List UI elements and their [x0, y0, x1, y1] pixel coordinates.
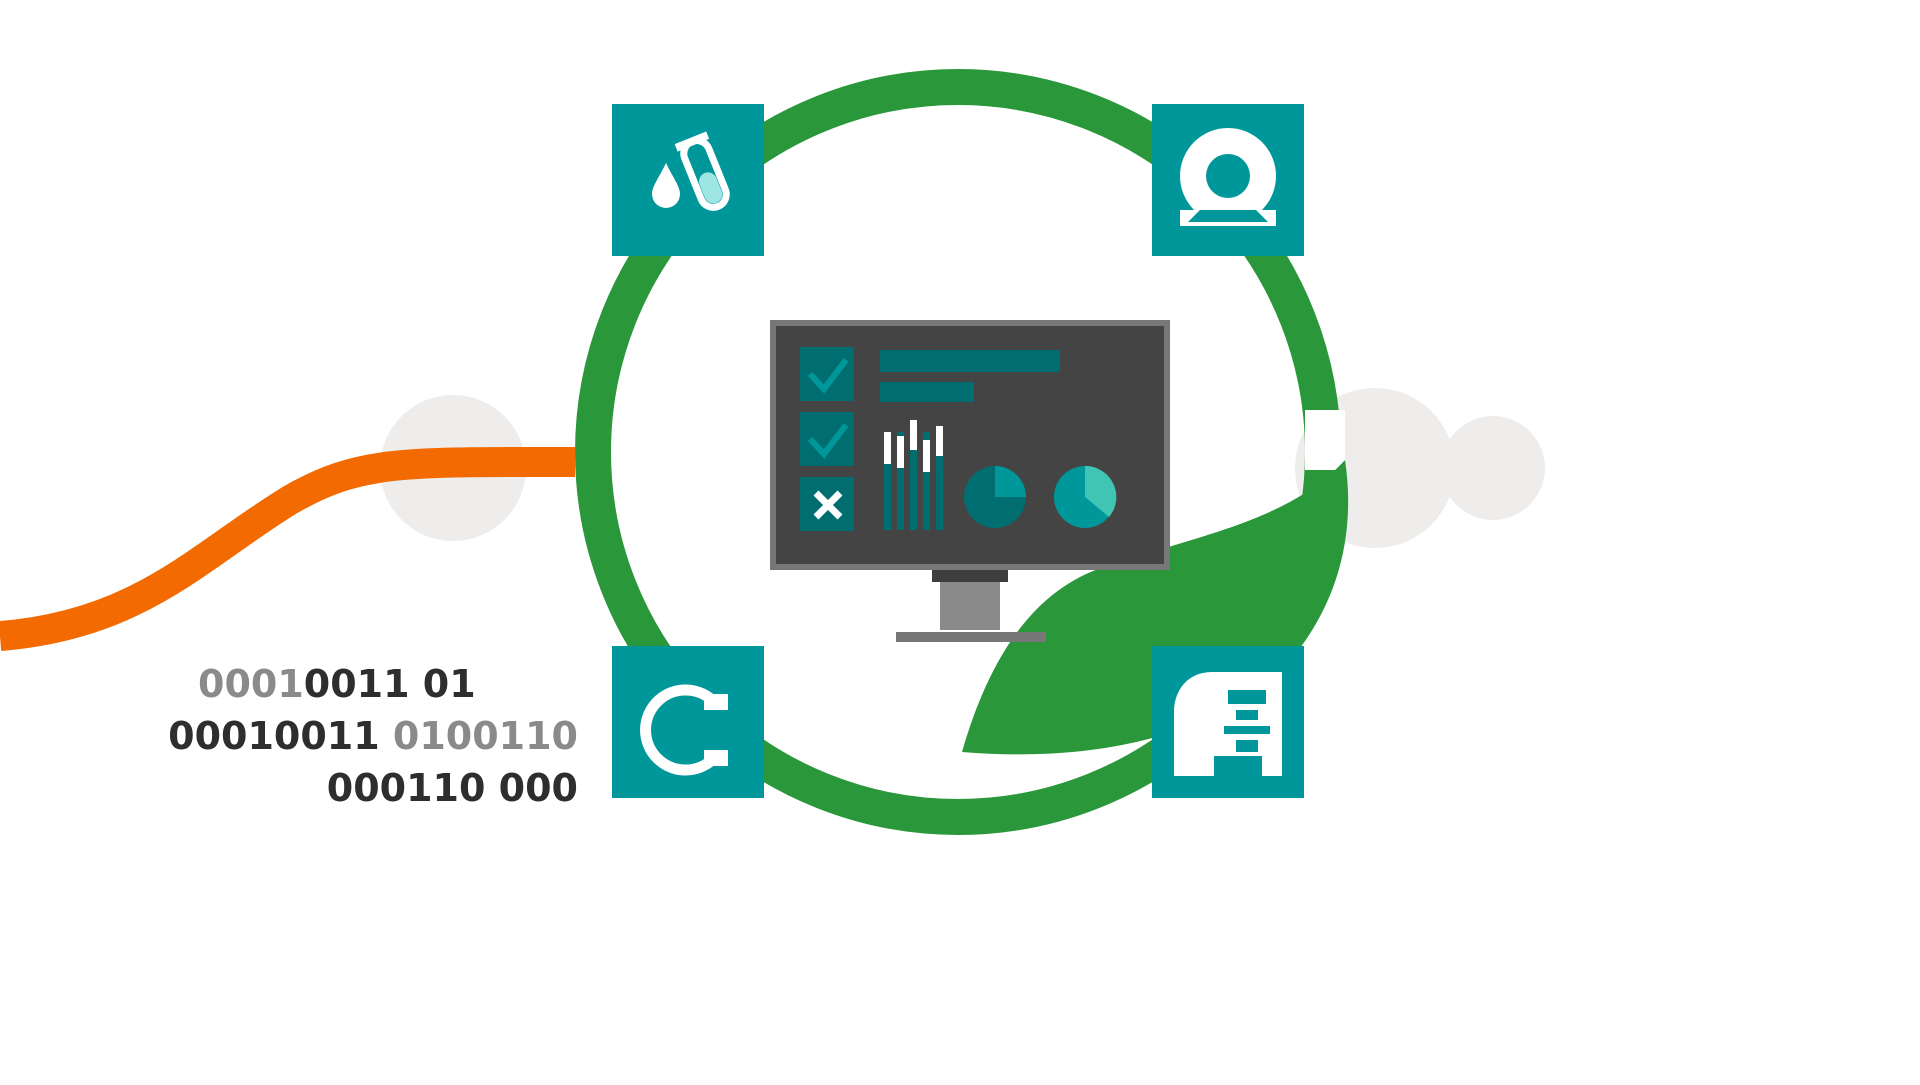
binary-line-2: 00010011 0100110 [168, 714, 578, 758]
binary-segment: 00010011 [168, 714, 393, 758]
binary-data-text: 00010011 01 00010011 0100110 000110 000 [168, 662, 578, 810]
right-bubble-small [1441, 416, 1545, 520]
binary-segment: 0001 [198, 662, 304, 706]
binary-segment: 000110 000 [327, 766, 578, 810]
monitor-base [896, 632, 1046, 642]
binary-segment: 0011 01 [304, 662, 476, 706]
ring-gap [1305, 410, 1345, 470]
binary-segment: 0100110 [393, 714, 578, 758]
orange-data-stream [0, 446, 576, 651]
binary-line-3: 000110 000 [327, 766, 578, 810]
sample-tape-reel-icon [1152, 104, 1304, 256]
mass-spectrometer-magnet-icon [612, 646, 764, 798]
monitor-dashboard-icon [770, 320, 1170, 642]
binary-line-1: 00010011 01 [198, 662, 476, 706]
screen-mini-chart [884, 420, 943, 530]
checkbox-checked-1 [800, 347, 854, 401]
analyzer-instrument-icon [1152, 646, 1304, 798]
screen-bar-short [880, 382, 974, 402]
screen-bar-long [880, 350, 1060, 372]
lab-droplet-test-tube-icon [612, 104, 764, 256]
checkbox-checked-2 [800, 412, 854, 466]
screen-pie-1 [964, 466, 1026, 528]
screen-pie-2 [1054, 465, 1117, 528]
